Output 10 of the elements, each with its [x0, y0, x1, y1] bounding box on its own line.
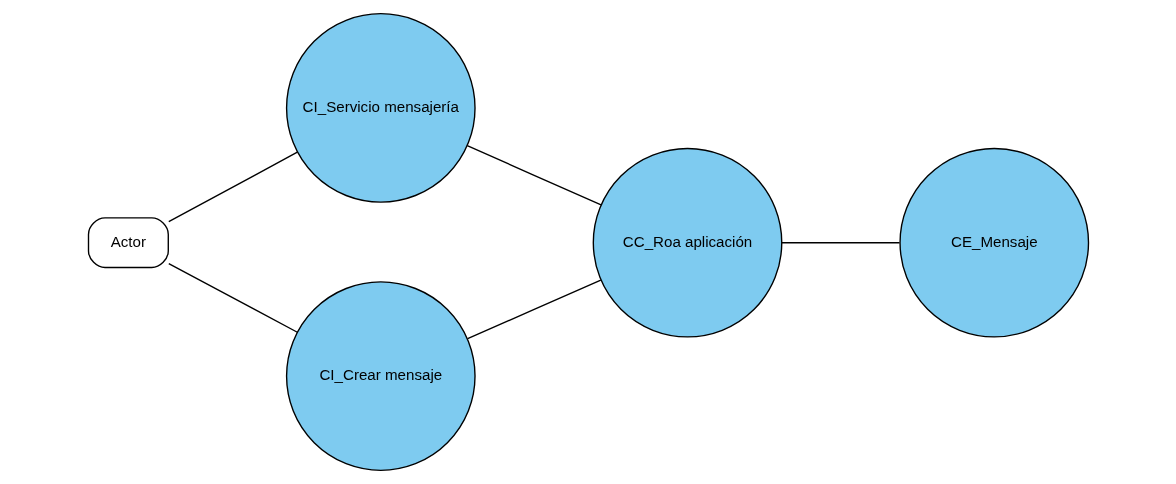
node-box: Actor — [87, 217, 169, 269]
connector — [466, 279, 601, 340]
node-circle: CI_Servicio mensajería — [285, 13, 476, 203]
connector — [780, 242, 900, 244]
connector — [466, 144, 602, 206]
connector — [167, 151, 298, 223]
node-circle: CC_Roa aplicación — [592, 147, 782, 338]
node-circle: CI_Crear mensaje — [285, 281, 476, 471]
connector — [167, 262, 298, 333]
node-circle: CE_Mensaje — [898, 147, 1089, 338]
